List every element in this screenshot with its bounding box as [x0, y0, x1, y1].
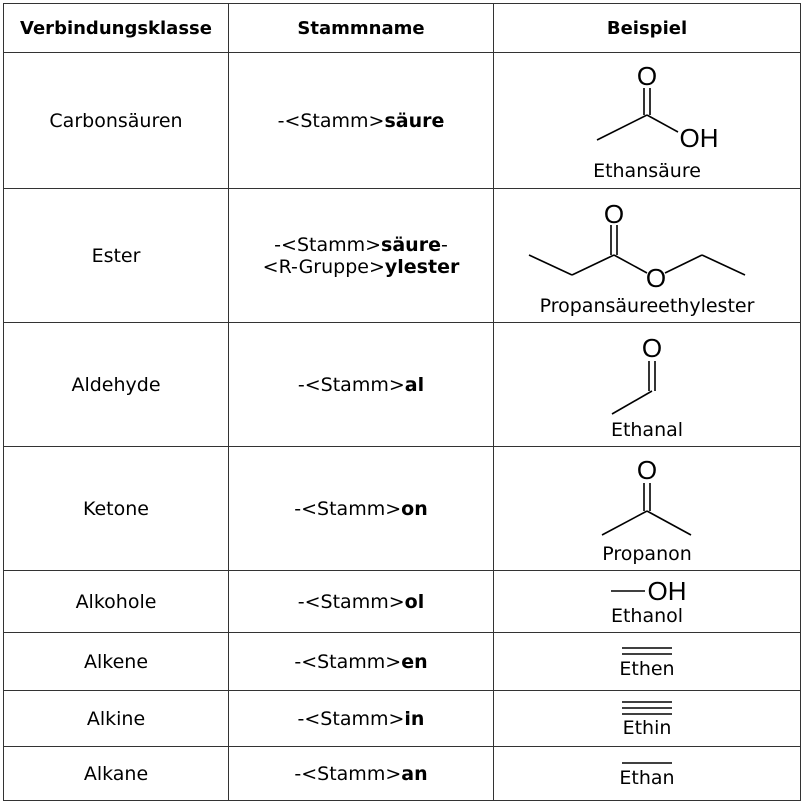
- klasse-cell: Alkane: [3, 746, 229, 801]
- stamm-suffix: säure: [384, 109, 445, 132]
- oxygen-label: O: [642, 333, 662, 363]
- stamm-prefix: -<Stamm>: [274, 233, 382, 256]
- ethyl-propanoate-structure-icon: O O: [528, 199, 746, 293]
- hydroxyl-label: OH: [648, 577, 687, 605]
- triple-bond-icon: [622, 700, 672, 715]
- stamm-prefix: -<Stamm>: [297, 373, 405, 396]
- klasse-cell: Aldehyde: [3, 322, 229, 447]
- stammname-cell: -<Stamm>säure- <R-Gruppe>ylester: [228, 188, 494, 323]
- table-row: Carbonsäuren -<Stamm>säure O OH Ethansäu…: [3, 52, 801, 189]
- propanone-structure-icon: O: [601, 455, 692, 536]
- ethanol-structure-icon: OH: [611, 577, 687, 605]
- klasse-cell: Carbonsäuren: [3, 52, 229, 189]
- klasse-cell: Alkine: [3, 690, 229, 747]
- beispiel-cell: O Ethanal: [493, 322, 801, 447]
- table-row: Aldehyde -<Stamm>al O Ethanal: [3, 322, 801, 447]
- beispiel-cell: Ethin: [493, 690, 801, 747]
- nomenclature-table: Verbindungsklasse Stammname Beispiel Car…: [3, 3, 801, 801]
- stammname-cell: -<Stamm>on: [228, 446, 494, 571]
- header-verbindungsklasse: Verbindungsklasse: [3, 3, 229, 53]
- table-row: Alkene -<Stamm>en Ethen: [3, 632, 801, 691]
- stamm-prefix: -<Stamm>: [294, 762, 402, 785]
- table-row: Alkine -<Stamm>in Ethin: [3, 690, 801, 747]
- table-row: Alkane -<Stamm>an Ethan: [3, 746, 801, 801]
- stammname-cell: -<Stamm>en: [228, 632, 494, 691]
- beispiel-name: Propansäureethylester: [539, 294, 755, 317]
- beispiel-cell: OH Ethanol: [493, 570, 801, 633]
- beispiel-name: Ethanol: [610, 604, 684, 627]
- stamm-suffix: on: [401, 497, 428, 520]
- klasse-cell: Alkohole: [3, 570, 229, 633]
- header-stammname: Stammname: [228, 3, 494, 53]
- stammname-cell: -<Stamm>in: [228, 690, 494, 747]
- header-row: Verbindungsklasse Stammname Beispiel: [3, 3, 801, 53]
- stammname-cell: -<Stamm>an: [228, 746, 494, 801]
- oxygen-label: O: [604, 199, 624, 229]
- stamm-suffix: ol: [404, 590, 425, 613]
- double-bond-icon: [622, 646, 672, 655]
- stamm-suffix: en: [401, 650, 428, 673]
- stamm-prefix: -<Stamm>: [277, 109, 385, 132]
- klasse-cell: Ketone: [3, 446, 229, 571]
- klasse-cell: Ester: [3, 188, 229, 323]
- stamm-prefix: -<Stamm>: [294, 650, 402, 673]
- beispiel-name: Ethan: [619, 766, 675, 789]
- table-row: Ester -<Stamm>säure- <R-Gruppe>ylester: [3, 188, 801, 323]
- stamm-suffix: säure: [381, 233, 441, 256]
- table-row: Ketone -<Stamm>on O Propanon: [3, 446, 801, 571]
- stammname-cell: -<Stamm>al: [228, 322, 494, 447]
- oxygen-label: O: [637, 61, 657, 91]
- beispiel-cell: O Propanon: [493, 446, 801, 571]
- beispiel-cell: Ethen: [493, 632, 801, 691]
- stamm-prefix: -<Stamm>: [294, 497, 402, 520]
- beispiel-name: Ethin: [622, 716, 672, 739]
- stamm-suffix: an: [401, 762, 428, 785]
- beispiel-name: Ethen: [619, 657, 675, 680]
- table-row: Alkohole -<Stamm>ol OH Ethanol: [3, 570, 801, 633]
- single-bond-icon: [622, 761, 672, 764]
- stamm-prefix-2: <R-Gruppe>: [262, 255, 385, 278]
- stamm-dash: -: [440, 233, 448, 256]
- beispiel-cell: O O Propansäureethylester: [493, 188, 801, 323]
- stamm-suffix-2: ylester: [384, 255, 460, 278]
- stamm-suffix: al: [404, 373, 425, 396]
- beispiel-name: Ethanal: [610, 418, 684, 441]
- stamm-prefix: -<Stamm>: [297, 707, 405, 730]
- stamm-suffix: in: [404, 707, 425, 730]
- ethanal-structure-icon: O: [611, 333, 662, 415]
- stammname-cell: -<Stamm>säure: [228, 52, 494, 189]
- beispiel-cell: O OH Ethansäure: [493, 52, 801, 189]
- hydroxyl-label: OH: [680, 123, 719, 153]
- acetic-acid-structure-icon: O OH: [596, 61, 719, 153]
- ester-oxygen-label: O: [646, 263, 666, 293]
- beispiel-cell: Ethan: [493, 746, 801, 801]
- header-beispiel: Beispiel: [493, 3, 801, 53]
- oxygen-label: O: [637, 455, 657, 485]
- beispiel-name: Propanon: [602, 542, 692, 565]
- klasse-cell: Alkene: [3, 632, 229, 691]
- stammname-cell: -<Stamm>ol: [228, 570, 494, 633]
- beispiel-name: Ethansäure: [593, 159, 701, 182]
- stamm-prefix: -<Stamm>: [297, 590, 405, 613]
